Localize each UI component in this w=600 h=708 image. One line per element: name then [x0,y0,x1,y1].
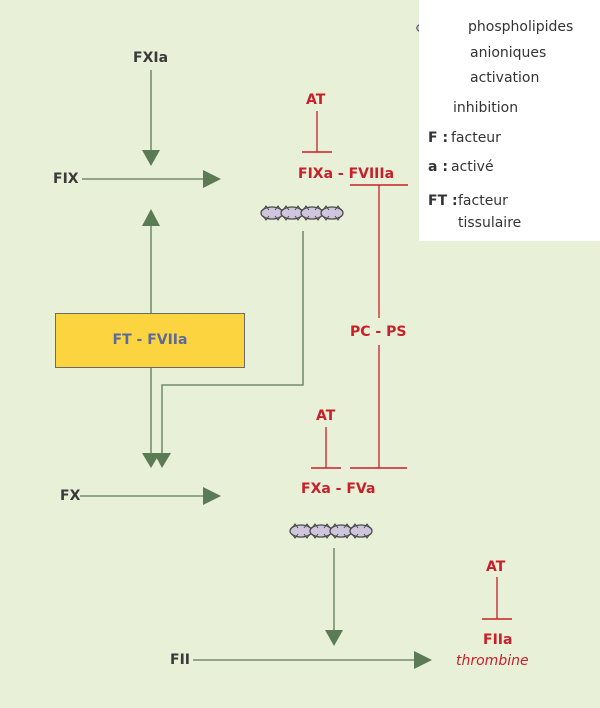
at-mid-label: AT [316,408,336,424]
fix-label: FIX [53,171,79,187]
legend-ft-value2: tissulaire [458,215,522,231]
at-top-inhibition [302,111,332,153]
fixa-down-arrow [154,231,304,468]
legend-a-key: a : [428,159,448,175]
fxia-to-fix-arrow [142,70,160,166]
fii-label: FII [170,652,190,668]
at-bottom-label: AT [486,559,506,575]
fix-activation-arrow [82,170,221,188]
legend-panel: phospholipides anioniques activation inh… [419,0,600,241]
pcps-inhibition [350,184,408,469]
fiia-label: FIIa [483,632,513,648]
legend-f-value: facteur [451,130,501,146]
at-mid-inhibition [311,427,341,469]
legend-phospholipides: phospholipides [468,19,574,35]
fxia-label: FXIa [133,50,169,66]
legend-a-value: activé [451,159,494,175]
legend-activation: activation [470,70,540,86]
fx-activation-arrow [80,487,221,505]
pc-ps-label: PC - PS [350,324,407,340]
at-bottom-inhibition [482,577,512,620]
ftfviia-up-arrow [142,209,160,313]
fx-label: FX [60,488,81,504]
ftfviia-down-arrow [142,368,160,468]
ft-fviia-box: FT - FVIIa [55,313,245,368]
legend-anioniques: anioniques [470,45,547,61]
ft-fviia-label: FT - FVIIa [112,332,188,348]
phospholipid-cluster-top [260,205,344,221]
legend-ft-value1: facteur [458,193,508,209]
fii-activation-arrow [193,651,432,669]
fxa-down-arrow [325,548,343,646]
fixa-fviiia-label: FIXa - FVIIIa [298,166,395,182]
fxa-fva-label: FXa - FVa [301,481,376,497]
phospholipid-cluster-bottom [289,523,373,539]
at-top-label: AT [306,92,326,108]
legend-f-key: F : [428,130,449,146]
legend-inhibition: inhibition [453,100,519,116]
legend-ft-key: FT : [428,193,458,209]
thrombine-label: thrombine [456,653,529,669]
